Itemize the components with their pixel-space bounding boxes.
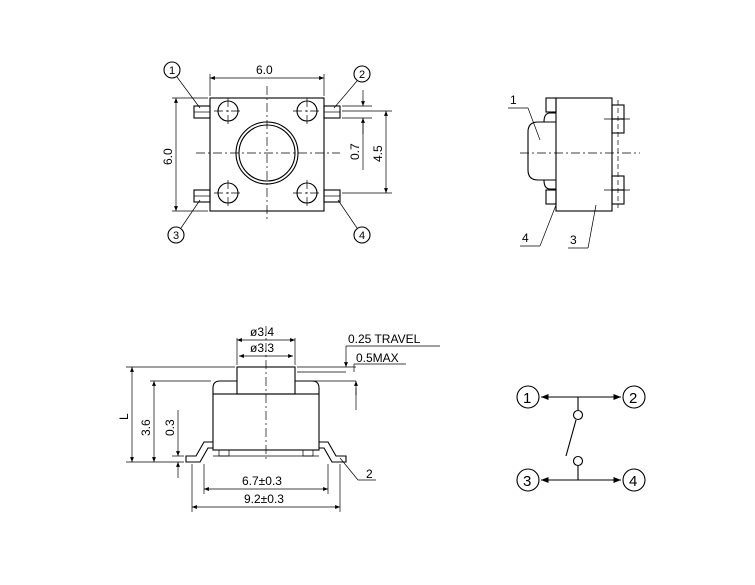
side-label-1: 1 (510, 93, 517, 107)
schem-pin-1 (516, 385, 540, 409)
side-label-3: 3 (570, 233, 577, 247)
svg-text:3: 3 (523, 473, 531, 490)
switch-contact-bottom (572, 455, 584, 467)
dim-top-width: 6.0 (256, 63, 273, 77)
lead-left (185, 441, 213, 463)
callout-3 (167, 226, 185, 244)
schematic: 1 2 3 4 (516, 385, 646, 492)
side-view: 1 4 3 (508, 93, 640, 249)
svg-text:2: 2 (629, 390, 637, 407)
front-view: ø3.4 ø3.3 0.25 TRAVEL 0.5MAX L 3.6 0.3 (117, 325, 440, 512)
callout-2 (353, 65, 371, 83)
callout-4 (353, 226, 371, 244)
svg-text:3: 3 (173, 230, 179, 242)
schem-pin-2 (622, 385, 646, 409)
svg-text:4: 4 (359, 230, 365, 242)
svg-text:1: 1 (523, 390, 531, 407)
side-body (555, 97, 613, 212)
travel-label: 0.25 TRAVEL (348, 332, 421, 346)
dim-pitch: 4.5 (371, 145, 385, 162)
front-part-label: 2 (366, 467, 373, 481)
svg-text:4: 4 (629, 473, 637, 490)
side-actuator (527, 121, 556, 181)
dim-inner-width: 6.7±0.3 (242, 474, 282, 488)
callout-1 (163, 61, 181, 79)
schem-pin-3 (516, 468, 540, 492)
top-view: 6.0 6.0 0.7 4.5 1 2 3 4 (161, 61, 392, 244)
switch-lever (565, 419, 577, 457)
schem-pin-4 (622, 468, 646, 492)
dim-top-height: 6.0 (161, 148, 175, 165)
switch-contact-top (572, 409, 584, 421)
dim-outer-width: 9.2±0.3 (244, 492, 284, 506)
dim-pin-gap: 0.7 (348, 143, 362, 160)
side-label-4: 4 (522, 231, 529, 245)
dim-L: L (117, 413, 131, 420)
svg-text:1: 1 (169, 65, 175, 77)
dim-dia-inner: ø3.3 (250, 341, 274, 355)
svg-text:2: 2 (359, 69, 365, 81)
dim-dia-outer: ø3.4 (250, 325, 274, 339)
dim-lead-thickness: 0.3 (163, 419, 177, 436)
lead-right (319, 441, 347, 463)
dim-body-height: 3.6 (139, 419, 153, 436)
max-label: 0.5MAX (356, 351, 399, 365)
